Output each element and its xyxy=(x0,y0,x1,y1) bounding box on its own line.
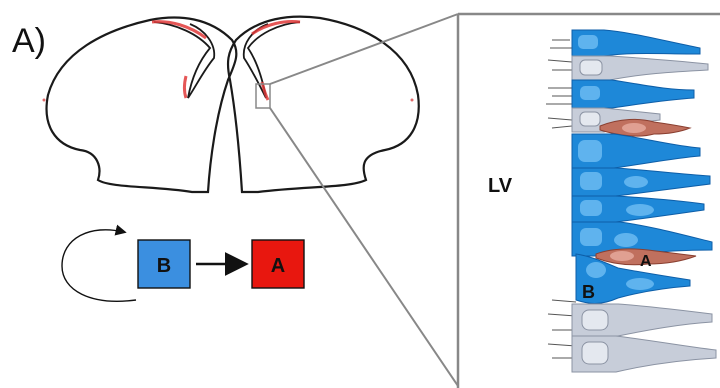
speck xyxy=(43,99,46,102)
nucleus xyxy=(624,176,648,188)
speck xyxy=(411,99,414,102)
nucleus xyxy=(580,228,602,246)
nucleus xyxy=(580,200,602,216)
cell-column: A B xyxy=(546,30,716,372)
right-svz-red xyxy=(252,22,300,101)
nucleus xyxy=(626,204,654,216)
nucleus xyxy=(626,278,654,290)
brain-section xyxy=(43,17,419,192)
nucleus xyxy=(578,140,602,162)
b-box-label: B xyxy=(157,255,171,277)
nucleus xyxy=(586,262,606,278)
nucleus xyxy=(580,60,602,75)
nucleus xyxy=(580,112,600,126)
nucleus xyxy=(580,172,602,190)
nucleus xyxy=(578,35,598,49)
ventricle-label: LV xyxy=(488,175,513,197)
nucleus xyxy=(582,310,608,330)
nucleus xyxy=(582,342,608,364)
nucleus xyxy=(622,123,646,133)
inset-label-b: B xyxy=(582,282,595,302)
nucleus xyxy=(614,233,638,247)
self-renewal-arrow xyxy=(62,230,136,301)
left-svz-red xyxy=(152,22,206,98)
lineage-flow: B A xyxy=(62,230,304,301)
zoom-line-top xyxy=(270,14,458,84)
a-box-label: A xyxy=(271,255,285,277)
nucleus xyxy=(580,86,600,100)
inset-label-a: A xyxy=(640,253,652,270)
left-hemisphere-outline xyxy=(47,17,237,192)
nucleus xyxy=(610,251,634,261)
